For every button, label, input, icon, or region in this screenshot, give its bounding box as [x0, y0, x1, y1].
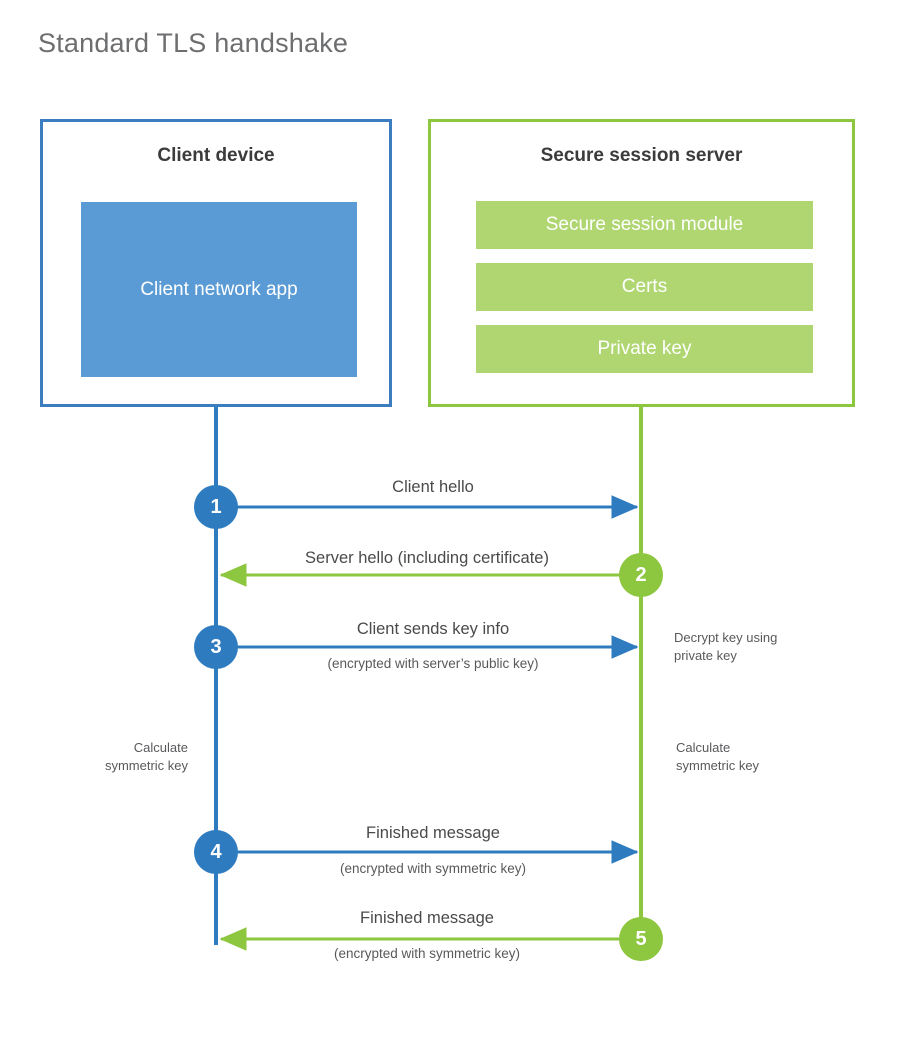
- page-title: Standard TLS handshake: [38, 28, 349, 58]
- note-calculate-symmetric-key-server: Calculate symmetric key: [676, 740, 760, 773]
- server-item-certs: Certs: [476, 263, 813, 311]
- step-marker-1[interactable]: 1: [194, 485, 238, 529]
- note-decrypt-key: Decrypt key using private key: [674, 630, 778, 663]
- server-item-secure-session-module: Secure session module: [476, 201, 813, 249]
- step-marker-4[interactable]: 4: [194, 830, 238, 874]
- client-device-box: Client device Client network app: [40, 119, 392, 407]
- client-device-title: Client device: [157, 145, 275, 166]
- step-1-label: Client hello: [392, 478, 474, 496]
- secure-session-server-box: Secure session server Secure session mod…: [428, 119, 855, 407]
- client-network-app-block: Client network app: [81, 202, 357, 377]
- step-marker-5[interactable]: 5: [619, 917, 663, 961]
- step-5-label: Finished message: [360, 909, 494, 927]
- step-marker-3[interactable]: 3: [194, 625, 238, 669]
- server-component-stack: Secure session module Certs Private key: [476, 201, 813, 373]
- step-3-sublabel: (encrypted with server’s public key): [327, 656, 539, 671]
- step-4-sublabel: (encrypted with symmetric key): [339, 861, 527, 876]
- step-2-label: Server hello (including certificate): [305, 549, 549, 567]
- step-marker-2[interactable]: 2: [619, 553, 663, 597]
- note-calculate-symmetric-key-client: Calculate symmetric key: [104, 740, 188, 773]
- secure-session-server-title: Secure session server: [540, 145, 743, 166]
- server-item-private-key: Private key: [476, 325, 813, 373]
- step-3-label: Client sends key info: [356, 620, 510, 638]
- step-5-sublabel: (encrypted with symmetric key): [333, 946, 521, 961]
- step-4-label: Finished message: [366, 824, 500, 842]
